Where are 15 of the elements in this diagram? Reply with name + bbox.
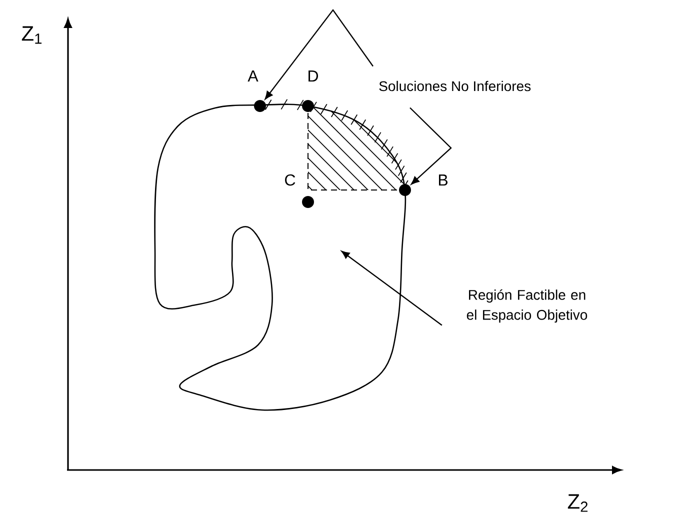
point-dot [302,100,314,112]
axis-label: Z$_{1}$ [22,26,42,44]
label-text: Región Factible en el Espacio Objetivo [466,289,588,323]
point-label: A [248,70,258,82]
point-label: D [308,70,318,82]
point-label: B [438,174,448,186]
label-text: Soluciones No Inferiores [379,80,531,92]
point-label: C [285,174,296,186]
point-dot [254,100,266,112]
point-dot [399,184,411,196]
arrow [264,8,374,100]
arrow [341,250,442,326]
point-dot [302,196,314,208]
arrow [410,107,452,185]
axis-label: Z$_{2}$ [568,494,588,512]
